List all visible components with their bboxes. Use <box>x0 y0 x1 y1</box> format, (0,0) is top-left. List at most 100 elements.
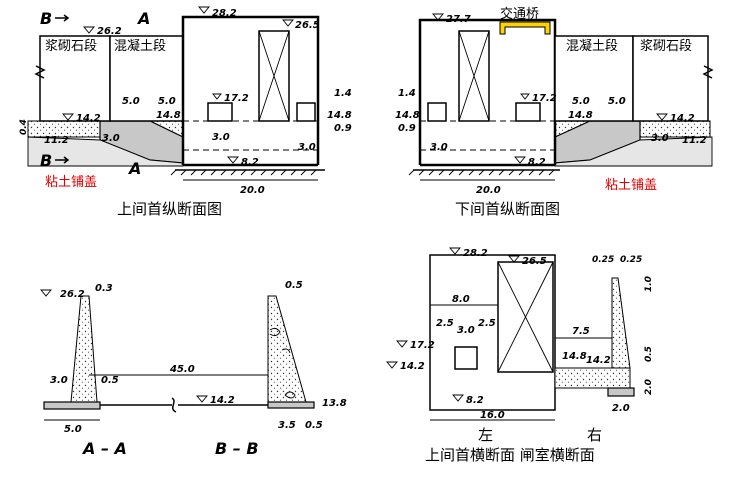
elev-282: 28.2 <box>212 8 237 19</box>
bb-base <box>267 401 315 409</box>
bb-rubble <box>269 327 296 399</box>
aa-dim-30: 3.0 <box>50 375 68 386</box>
dim-30b: 3.0 <box>212 132 230 143</box>
dim-50b: 5.0 <box>608 96 626 107</box>
elev-marker-172 <box>212 93 222 100</box>
dim-50a: 5.0 <box>572 96 590 107</box>
culvert-opening-b <box>296 102 316 122</box>
ground-hatch <box>408 169 555 176</box>
masonry-segment-box <box>632 35 709 122</box>
elev-marker-265 <box>282 19 294 27</box>
dim-30a: 3.0 <box>430 142 448 153</box>
lower-longitudinal-section: 交通桥 20.0 27.7 17.2 14.8 14.8 14.2 11.2 8… <box>395 6 714 218</box>
elev-148a: 14.8 <box>395 110 420 121</box>
dim-30a: 3.0 <box>102 133 120 144</box>
culvert-opening <box>454 346 478 370</box>
elev-marker-142 <box>62 113 74 121</box>
elev-marker-142 <box>656 113 668 121</box>
bb-dim-35: 3.5 <box>278 420 296 431</box>
aa-elev-262: 26.2 <box>60 289 85 300</box>
bb-dim-05a: 0.5 <box>285 280 303 291</box>
elev-172: 17.2 <box>224 93 249 104</box>
aa-dim-03: 0.3 <box>95 283 113 294</box>
clay-blanket-label: 粘土铺盖 <box>45 175 97 190</box>
elev-148a: 14.8 <box>156 110 181 121</box>
aa-caption: A – A <box>81 439 127 458</box>
cs-elev-marker-282 <box>449 247 461 255</box>
section-b-bottom-label: B <box>40 151 52 170</box>
cs-elev-82: 8.2 <box>466 395 484 406</box>
bridge-label: 交通桥 <box>500 6 539 22</box>
cs-elev-142a: 14.2 <box>400 361 425 372</box>
section-aa: 26.2 0.3 3.0 0.5 5.0 45.0 A – A <box>40 283 270 458</box>
cs-dim-025b: 0.25 <box>620 255 642 265</box>
elev-marker-262 <box>83 26 95 34</box>
dim-200-label: 20.0 <box>240 185 265 196</box>
cs-elev-marker-82 <box>452 394 464 402</box>
dim-14: 1.4 <box>398 88 416 99</box>
lower-longitudinal-caption: 下间首纵断面图 <box>455 200 560 218</box>
bb-dim-05b: 0.5 <box>305 420 323 431</box>
concrete-segment-box <box>109 35 184 122</box>
culvert-opening-a <box>207 102 233 122</box>
bridge-icon <box>499 21 551 35</box>
upper-longitudinal-section: 20.0 B A B A 28.2 26.2 26.5 17.2 14.8 14… <box>19 6 352 218</box>
cs-elev-282: 28.2 <box>463 248 488 259</box>
section-arrow-b-bottom <box>55 156 70 164</box>
cs-elev-142b: 14.2 <box>586 355 611 366</box>
break-mark-right <box>702 65 714 79</box>
cs-dim-20a: 2.0 <box>644 379 654 395</box>
bb-caption: B – B <box>215 439 259 458</box>
segment-masonry-label: 浆砌石段 <box>45 39 97 54</box>
dim-50a: 5.0 <box>122 96 140 107</box>
elev-marker-172 <box>520 93 530 100</box>
culvert-opening-b <box>515 102 541 122</box>
cs-elev-marker-172 <box>396 340 408 348</box>
dim-14: 1.4 <box>334 88 352 99</box>
elev-82: 8.2 <box>528 157 546 168</box>
chamber-floor <box>554 367 631 389</box>
section-bb: 0.5 14.2 13.8 3.5 0.5 B – B <box>178 280 347 458</box>
cs-dim-05: 0.5 <box>644 346 654 362</box>
aa-dim-50: 5.0 <box>64 424 82 435</box>
lock-head-walls <box>181 15 320 165</box>
dim-200-label: 20.0 <box>476 185 501 196</box>
chamber-base <box>607 387 635 397</box>
concrete-segment-box <box>554 35 634 122</box>
cs-elev-265: 26.5 <box>522 256 547 267</box>
elev-172: 17.2 <box>532 93 557 104</box>
cs-right-label: 右 <box>587 426 602 444</box>
dim-04: 0.4 <box>19 119 29 135</box>
cross-section: 28.2 26.5 17.2 14.2 14.8 14.2 8.2 8.0 2.… <box>386 247 654 464</box>
cs-elev-172: 17.2 <box>410 340 435 351</box>
cs-dim-10: 1.0 <box>644 276 654 292</box>
aa-base <box>43 401 101 410</box>
gate-frame <box>497 261 554 373</box>
elev-marker-282 <box>198 6 210 14</box>
gate-cross-b <box>458 30 490 122</box>
elev-142: 14.2 <box>76 113 101 124</box>
cs-dim-30: 3.0 <box>457 325 475 336</box>
dim-30c: 3.0 <box>298 142 316 153</box>
dim-50b: 5.0 <box>158 96 176 107</box>
dim-30b: 3.0 <box>651 133 669 144</box>
elev-265: 26.5 <box>295 20 320 31</box>
lock-head-cross-box <box>429 254 556 411</box>
segment-concrete-label: 混凝土段 <box>114 38 166 54</box>
bb-elev-142: 14.2 <box>210 395 235 406</box>
culvert-opening-a <box>427 102 447 122</box>
aa-wall <box>70 295 98 403</box>
segment-concrete-label: 混凝土段 <box>566 38 618 54</box>
cs-left-label: 左 <box>478 426 493 444</box>
aa-break-mark <box>171 397 177 413</box>
cs-dim-025a: 0.25 <box>592 255 614 265</box>
elev-marker-277 <box>432 13 444 21</box>
chamber-wall <box>611 277 631 369</box>
bb-elev-marker-142 <box>196 395 208 403</box>
break-mark-left <box>34 65 46 79</box>
aa-dim-450: 45.0 <box>169 364 195 375</box>
cs-dim-80: 8.0 <box>452 294 470 305</box>
cs-elev-148: 14.8 <box>562 351 587 362</box>
